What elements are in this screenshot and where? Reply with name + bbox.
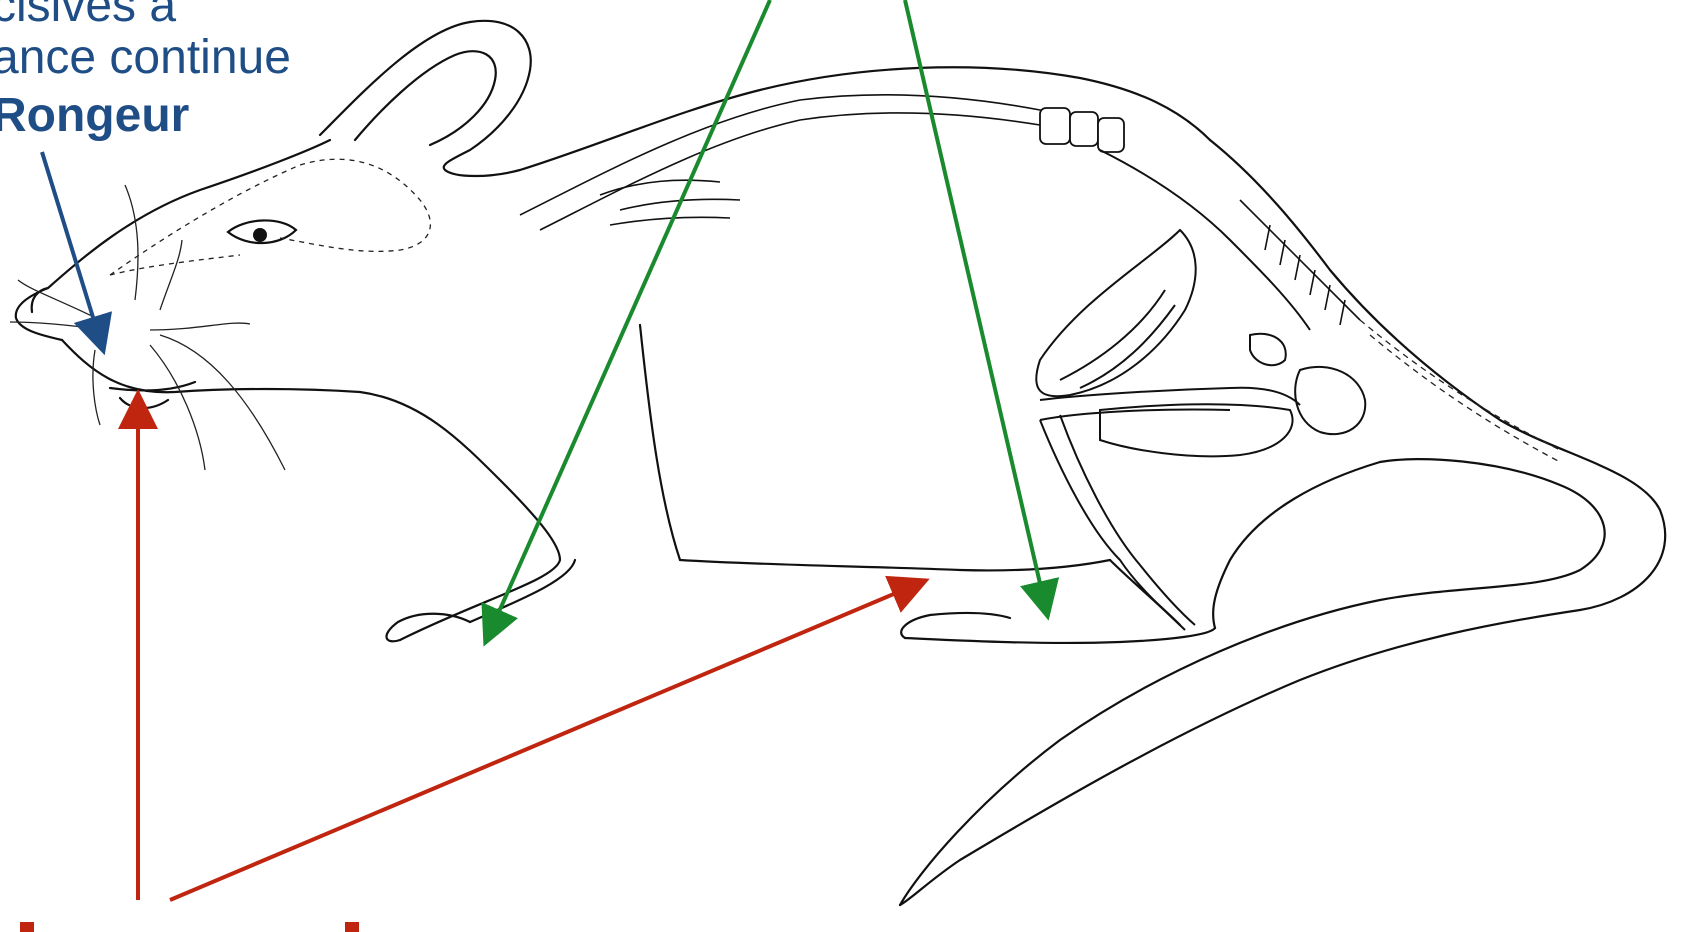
tail-vertebrae xyxy=(1240,200,1360,325)
red-arrow-hindfoot xyxy=(170,585,915,900)
red-label-fragments xyxy=(20,922,359,932)
blue-arrow xyxy=(42,152,100,340)
whiskers xyxy=(10,185,285,470)
spine xyxy=(520,95,1110,230)
vertebrae xyxy=(1040,108,1124,152)
hindlimb-skeleton xyxy=(1036,150,1365,630)
green-arrow-front xyxy=(490,0,770,632)
rat-outline xyxy=(16,21,1665,905)
pupil xyxy=(253,228,267,242)
green-arrow-hind xyxy=(905,0,1045,605)
skull-outline xyxy=(110,159,430,275)
